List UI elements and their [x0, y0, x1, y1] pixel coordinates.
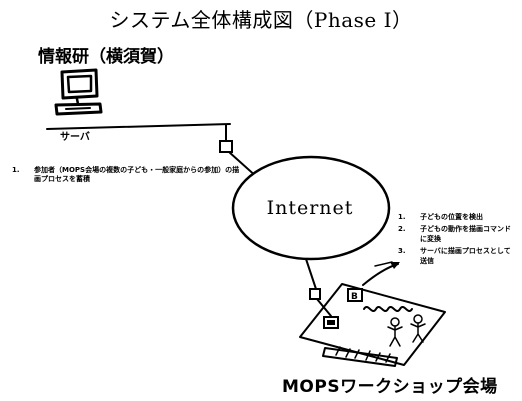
- lab-router-icon: [219, 140, 233, 153]
- child-figure-icon: [410, 314, 426, 343]
- camera-icon: B: [347, 288, 363, 302]
- internet-label: Internet: [266, 197, 354, 219]
- internet-to-venue-line: [305, 258, 317, 290]
- step-number: 3.: [398, 247, 406, 256]
- motion-trail: [363, 306, 413, 312]
- venue-router-icon: [309, 288, 321, 300]
- list-item: 2. 子どもの動作を描画コマンドに変換: [398, 225, 516, 244]
- step-text: サーバに描画プロセスとして送信: [420, 247, 511, 265]
- venue-label: MOPSワークショップ会場: [282, 377, 498, 397]
- server-computer-icon: [54, 68, 103, 116]
- venue-computer-icon: [323, 316, 339, 329]
- child-figure-icon: [387, 317, 403, 347]
- step-number: 1.: [12, 166, 20, 174]
- lan-line: [46, 123, 231, 130]
- step-text: 参加者（MOPS会場の複数の子ども・一般家庭からの参加）の描画プロセスを蓄積: [34, 166, 240, 184]
- lab-label: 情報研（横須賀）: [38, 47, 174, 67]
- arrow-to-steps: [362, 262, 400, 286]
- step-number: 2.: [398, 225, 406, 234]
- list-item: 3. サーバに描画プロセスとして送信: [398, 247, 516, 266]
- step-text: 子どもの動作を描画コマンドに変換: [420, 225, 511, 243]
- list-item: 1. 子どもの位置を検出: [398, 213, 516, 222]
- diagram-title: システム全体構成図（Phase I）: [109, 8, 413, 32]
- internet-cloud: [231, 155, 391, 261]
- server-caption: サーバ: [60, 131, 90, 143]
- list-item: 1. 参加者（MOPS会場の複数の子ども・一般家庭からの参加）の描画プロセスを蓄…: [12, 166, 242, 185]
- step-text: 子どもの位置を検出: [420, 213, 483, 221]
- step-number: 1.: [398, 213, 406, 221]
- server-steps-list: 1. 参加者（MOPS会場の複数の子ども・一般家庭からの参加）の描画プロセスを蓄…: [12, 166, 242, 185]
- workshop-floor: [299, 261, 446, 366]
- board-marker: B: [351, 292, 358, 302]
- floor-marks: [322, 346, 398, 367]
- venue-steps-list: 1. 子どもの位置を検出 2. 子どもの動作を描画コマンドに変換 3. サーバに…: [398, 213, 516, 269]
